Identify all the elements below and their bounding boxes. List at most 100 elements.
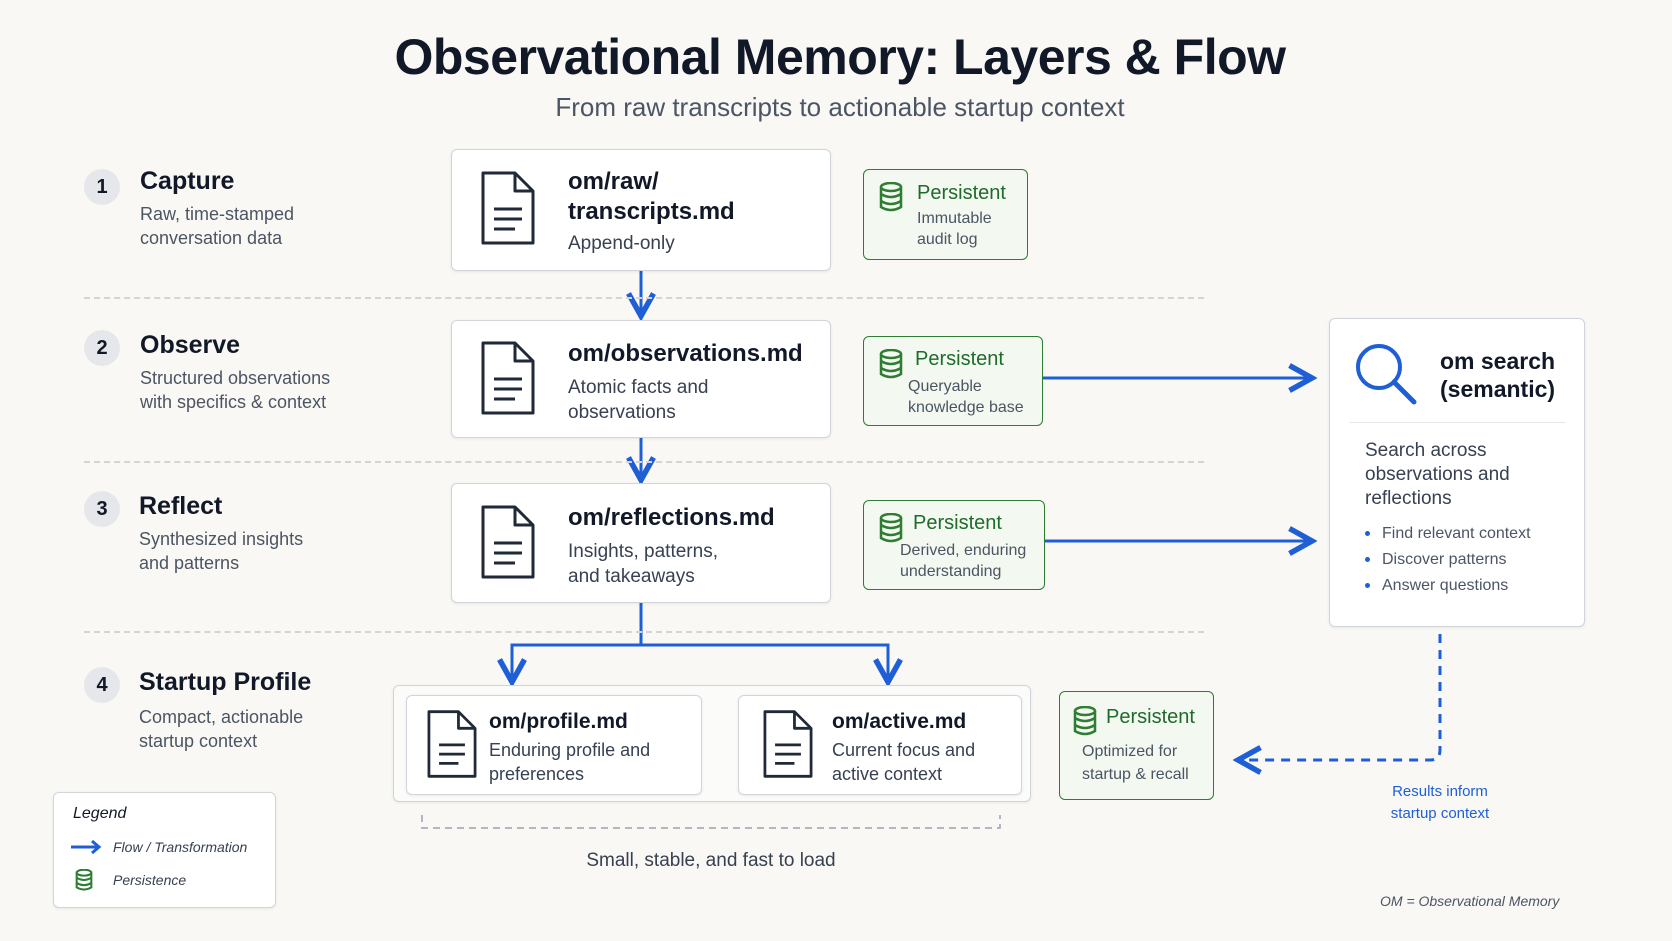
search-bullets: Find relevant context Discover patterns …: [1365, 521, 1531, 599]
badge-persistent-startup: Persistent Optimized for startup & recal…: [1059, 691, 1214, 800]
step-2-title: Observe: [140, 331, 241, 359]
footnote: OM = Observational Memory: [1380, 893, 1560, 909]
step-3-desc-line1: Synthesized insights: [139, 529, 304, 549]
card-profile-sub-line2: preferences: [489, 764, 585, 784]
badge-observations-line1: Queryable: [908, 378, 982, 395]
divider-2: [84, 461, 1204, 463]
card-profile[interactable]: om/profile.md Enduring profile and prefe…: [406, 695, 702, 795]
card-raw-title: om/raw/ transcripts.md: [568, 167, 735, 227]
badge-reflections-head: Persistent: [913, 512, 1002, 534]
flow-arrow-icon: [71, 839, 102, 855]
card-reflections-sub-line2: and takeaways: [568, 566, 695, 587]
document-icon: [481, 505, 535, 579]
badge-raw-line1: Immutable: [917, 210, 992, 227]
card-observations-title: om/observations.md: [568, 340, 803, 367]
badge-observations-line2: knowledge base: [908, 399, 1024, 416]
step-4-number: 4: [84, 667, 120, 703]
database-icon: [879, 513, 903, 543]
badge-persistent-observations: Persistent Queryable knowledge base: [863, 336, 1043, 426]
badge-raw-head: Persistent: [917, 182, 1006, 204]
arrow-reflections-to-active: [641, 643, 888, 682]
step-1-desc: Raw, time-stamped conversation data: [140, 202, 380, 250]
search-desc-line1: Search across: [1365, 440, 1487, 461]
arrow-search-to-startup: [1238, 634, 1442, 760]
legend-box: Legend Flow / Transformation Persistence: [53, 792, 276, 908]
card-raw-title-line2: transcripts.md: [568, 198, 735, 225]
step-3-desc: Synthesized insights and patterns: [139, 527, 379, 575]
card-profile-sub: Enduring profile and preferences: [489, 738, 650, 786]
search-desc: Search across observations and reflectio…: [1365, 439, 1510, 511]
badge-startup-head: Persistent: [1106, 706, 1195, 728]
search-title: om search (semantic): [1440, 347, 1555, 403]
card-observations-sub: Atomic facts and observations: [568, 375, 708, 425]
step-4-desc-line1: Compact, actionable: [139, 707, 304, 727]
step-2-desc-line2: with specifics & context: [140, 392, 327, 412]
search-desc-line3: reflections: [1365, 488, 1452, 509]
search-desc-line2: observations and: [1365, 464, 1510, 485]
step-4-desc-line2: startup context: [139, 731, 258, 751]
step-4-desc: Compact, actionable startup context: [139, 705, 379, 753]
search-panel[interactable]: om search (semantic) Search across obser…: [1329, 318, 1585, 627]
divider-3: [84, 631, 1204, 633]
document-icon: [481, 171, 535, 245]
legend-persistence-label: Persistence: [113, 872, 187, 888]
badge-startup-desc: Optimized for startup & recall: [1082, 740, 1189, 786]
badge-persistent-raw: Persistent Immutable audit log: [863, 169, 1028, 260]
step-2-desc-line1: Structured observations: [140, 368, 331, 388]
card-reflections-sub: Insights, patterns, and takeaways: [568, 539, 718, 589]
step-1-title: Capture: [140, 167, 235, 195]
results-note-line1: Results inform: [1392, 783, 1488, 800]
step-1-number: 1: [84, 169, 120, 205]
database-icon: [879, 349, 903, 379]
list-item: Discover patterns: [1365, 547, 1531, 573]
search-title-line1: om search: [1440, 348, 1556, 374]
card-raw-title-line1: om/raw/: [568, 168, 659, 195]
step-3-desc-line2: and patterns: [139, 553, 240, 573]
page-subtitle: From raw transcripts to actionable start…: [555, 92, 1125, 122]
step-1-desc-line1: Raw, time-stamped: [140, 204, 295, 224]
card-reflections-sub-line1: Insights, patterns,: [568, 541, 718, 562]
startup-bracket: [421, 815, 1001, 829]
card-observations[interactable]: om/observations.md Atomic facts and obse…: [451, 320, 831, 438]
arrow-reflections-to-profile: [512, 603, 643, 682]
card-raw-sub: Append-only: [568, 233, 675, 254]
search-title-line2: (semantic): [1440, 376, 1556, 402]
badge-observations-desc: Queryable knowledge base: [908, 376, 1024, 418]
badge-raw-line2: audit log: [917, 231, 978, 248]
bullet-text: Answer questions: [1382, 577, 1509, 594]
results-note: Results inform startup context: [1360, 781, 1520, 825]
step-1-desc-line2: conversation data: [140, 228, 283, 248]
card-raw-transcripts[interactable]: om/raw/ transcripts.md Append-only: [451, 149, 831, 271]
card-reflections-title: om/reflections.md: [568, 504, 775, 531]
step-3-title: Reflect: [139, 492, 223, 520]
step-2-number: 2: [84, 330, 120, 366]
database-icon: [1073, 706, 1097, 736]
card-reflections[interactable]: om/reflections.md Insights, patterns, an…: [451, 483, 831, 603]
step-4-title: Startup Profile: [139, 668, 312, 696]
step-2-desc: Structured observations with specifics &…: [140, 366, 380, 414]
badge-startup-line2: startup & recall: [1082, 766, 1189, 783]
card-profile-title: om/profile.md: [489, 710, 628, 733]
database-icon: [75, 869, 93, 891]
badge-observations-head: Persistent: [915, 348, 1004, 370]
card-active-sub-line1: Current focus and: [832, 740, 976, 760]
card-active-sub-line2: active context: [832, 764, 943, 784]
magnifier-icon: [1356, 344, 1417, 405]
badge-raw-desc: Immutable audit log: [917, 208, 992, 250]
startup-bracket-label: Small, stable, and fast to load: [586, 850, 836, 871]
badge-reflections-desc: Derived, enduring understanding: [900, 540, 1026, 582]
document-icon: [427, 710, 477, 778]
card-observations-sub-line1: Atomic facts and: [568, 377, 709, 398]
database-icon: [879, 182, 903, 212]
card-active-sub: Current focus and active context: [832, 738, 975, 786]
card-active-title: om/active.md: [832, 710, 967, 733]
document-icon: [481, 341, 535, 415]
badge-persistent-reflections: Persistent Derived, enduring understandi…: [863, 500, 1045, 590]
results-note-line2: startup context: [1390, 805, 1490, 822]
divider-1: [84, 297, 1204, 299]
list-item: Find relevant context: [1365, 521, 1531, 547]
card-profile-sub-line1: Enduring profile and: [489, 740, 651, 760]
bullet-text: Discover patterns: [1382, 551, 1507, 568]
card-active[interactable]: om/active.md Current focus and active co…: [738, 695, 1022, 795]
